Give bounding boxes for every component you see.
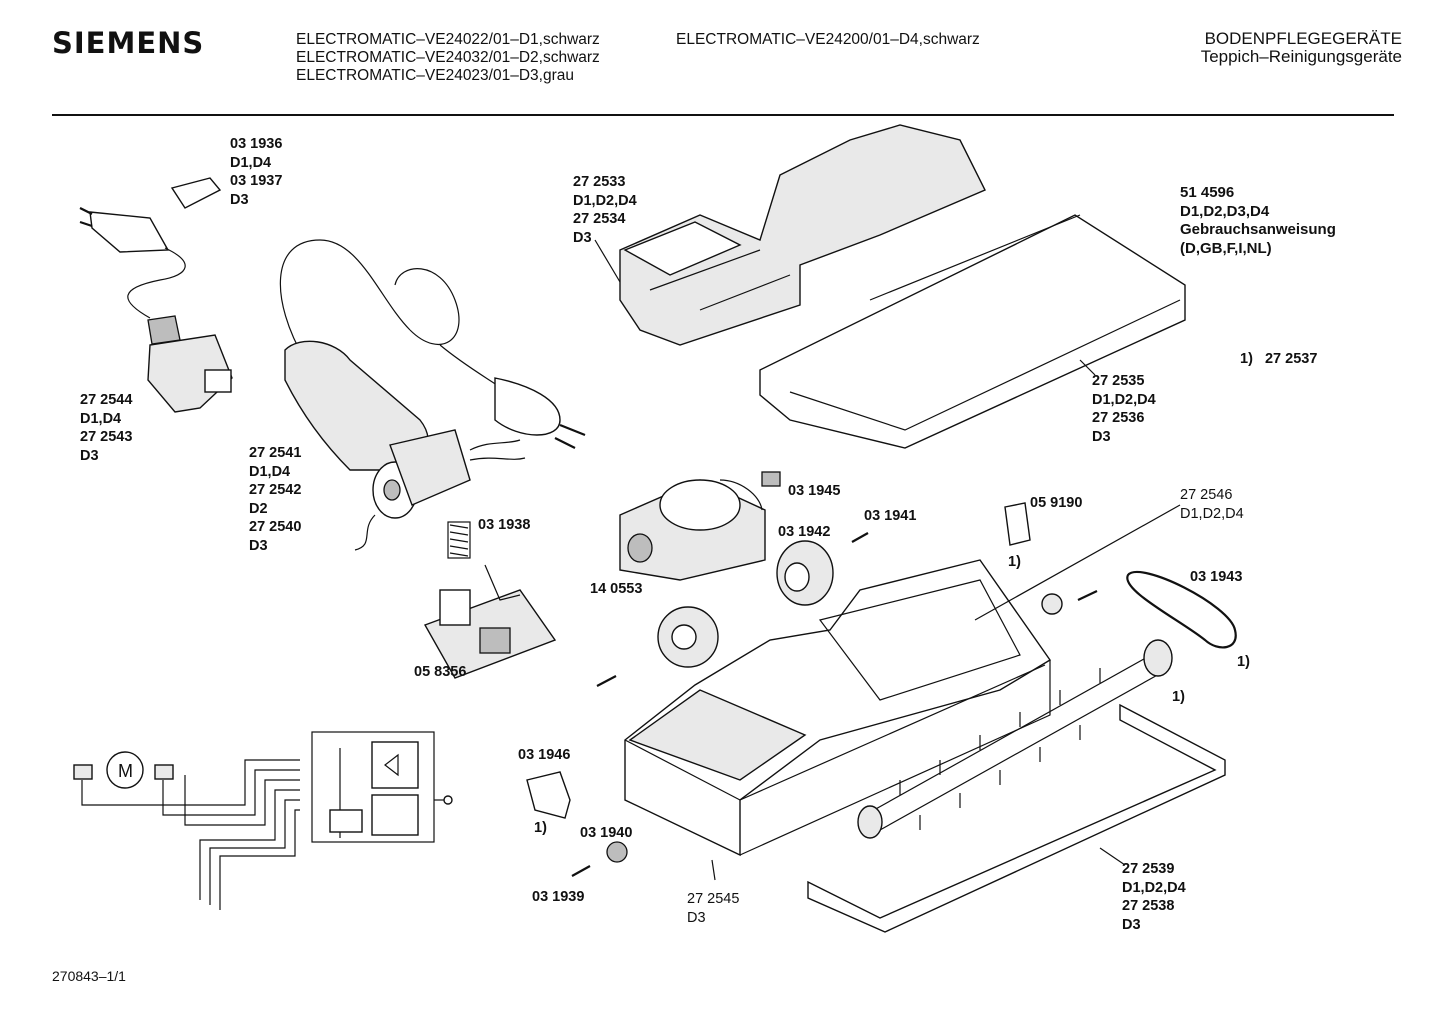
part-number: 03 1936 <box>230 136 283 152</box>
drive-belt-part <box>1126 570 1237 649</box>
label-031939: 03 1939 <box>532 889 585 905</box>
part-number: 27 2538 <box>1122 898 1175 914</box>
part-number: 27 2541 <box>249 445 302 461</box>
cable-reel-part <box>279 239 586 551</box>
label-031946: 03 1946 <box>518 747 571 763</box>
variant-code: D3 <box>1122 916 1141 933</box>
variant-code: D3 <box>573 229 592 246</box>
variant-code: D3 <box>687 909 706 926</box>
bracket-part <box>1004 502 1031 546</box>
subcategory: Teppich–Reinigungsgeräte <box>1200 47 1402 66</box>
pulley-part <box>776 540 834 606</box>
base-cover-part <box>759 214 1186 449</box>
variant-code: D1,D4 <box>249 463 291 480</box>
label-031945: 03 1945 <box>788 483 841 499</box>
label-272535: 27 2535 D1,D2,D4 27 2536 D3 <box>1092 372 1156 446</box>
label-272545: 27 2545 D3 <box>687 890 739 927</box>
header-rule <box>52 114 1394 116</box>
chassis-part <box>624 559 1052 857</box>
model-list-1: ELECTROMATIC–VE24022/01–D1,schwarz ELECT… <box>296 31 600 85</box>
model-line: ELECTROMATIC–VE24032/01–D2,schwarz <box>296 49 600 66</box>
pin-part-2 <box>1077 590 1098 601</box>
variant-code: D3 <box>230 191 249 208</box>
model-line: ELECTROMATIC–VE24200/01–D4,schwarz <box>676 31 980 48</box>
label-031938: 03 1938 <box>478 517 531 533</box>
upper-cover-part <box>619 124 986 346</box>
manual-languages: (D,GB,F,I,NL) <box>1180 239 1272 257</box>
variant-code: D3 <box>249 537 268 554</box>
frame-bar-part <box>807 703 1226 933</box>
wheel-part <box>657 606 719 668</box>
variant-code: D3 <box>1092 428 1111 445</box>
note-roller: 1) <box>1172 689 1185 705</box>
brush-roller-part <box>857 639 1173 839</box>
label-058356: 05 8356 <box>414 664 467 680</box>
part-number: 27 2539 <box>1122 861 1175 877</box>
model-line: ELECTROMATIC–VE24022/01–D1,schwarz <box>296 31 600 48</box>
circuit-board-part <box>423 564 557 679</box>
wiring-schematic: M <box>73 731 453 910</box>
variant-code: D1,D4 <box>80 410 122 427</box>
note-031943: 1) <box>1237 654 1250 670</box>
label-031941: 03 1941 <box>864 508 917 524</box>
screw-part <box>761 471 781 487</box>
part-number: 27 2536 <box>1092 410 1145 426</box>
label-514596: 51 4596 D1,D2,D3,D4 Gebrauchsanweisung (… <box>1180 184 1336 258</box>
leader-lines <box>594 239 1181 881</box>
label-272533: 27 2533 D1,D2,D4 27 2534 D3 <box>573 173 637 247</box>
part-number: 27 2544 <box>80 392 133 408</box>
label-272541: 27 2541 D1,D4 27 2542 D2 27 2540 D3 <box>249 444 301 555</box>
note-059190: 1) <box>1008 554 1021 570</box>
part-number: 27 2542 <box>249 482 302 498</box>
label-272546: 27 2546 D1,D2,D4 <box>1180 486 1244 523</box>
variant-code: D1,D2,D4 <box>1122 879 1186 896</box>
part-number: 27 2543 <box>80 429 133 445</box>
part-number: 27 2535 <box>1092 373 1145 389</box>
label-272537: 1) 27 2537 <box>1240 351 1318 367</box>
bushing-part <box>1041 593 1063 615</box>
label-059190: 05 9190 <box>1030 495 1083 511</box>
manual-title: Gebrauchsanweisung <box>1180 221 1336 238</box>
model-line: ELECTROMATIC–VE24023/01–D3,grau <box>296 67 574 84</box>
label-031936: 03 1936 D1,D4 03 1937 D3 <box>230 135 282 209</box>
variant-code: D1,D2,D4 <box>573 192 637 209</box>
power-plug-part <box>79 207 186 319</box>
variant-code: D1,D2,D4 <box>1092 391 1156 408</box>
motor-symbol: M <box>118 761 133 781</box>
document-reference: 270843–1/1 <box>52 968 126 984</box>
clip-part <box>526 771 571 819</box>
spring-part <box>447 521 471 559</box>
variant-code: D3 <box>80 447 99 464</box>
part-number: 27 2540 <box>249 519 302 535</box>
axle-pin-part <box>596 675 617 687</box>
variant-code: D1,D4 <box>230 154 272 171</box>
category-heading: BODENPFLEGEGERÄTE Teppich–Reinigungsgerä… <box>1201 30 1402 66</box>
part-number: 27 2533 <box>573 174 626 190</box>
variant-code: D1,D2,D4 <box>1180 505 1244 522</box>
label-031943: 03 1943 <box>1190 569 1243 585</box>
variant-code: D1,D2,D3,D4 <box>1180 202 1270 220</box>
part-number: 27 2545 <box>687 891 740 907</box>
note-031946: 1) <box>534 820 547 836</box>
category: BODENPFLEGEGERÄTE <box>1204 29 1402 48</box>
model-list-2: ELECTROMATIC–VE24200/01–D4,schwarz <box>676 31 980 49</box>
cable-clip-part <box>170 177 222 209</box>
part-number: 51 4596 <box>1180 184 1235 201</box>
cable-connector-part <box>147 315 233 413</box>
label-031942: 03 1942 <box>778 524 831 540</box>
bushing-part-2 <box>606 841 628 863</box>
brand-logo: SIEMENS <box>52 26 205 60</box>
part-number: 27 2534 <box>573 211 626 227</box>
label-031940: 03 1940 <box>580 825 633 841</box>
part-number: 27 2546 <box>1180 487 1233 503</box>
label-272544: 27 2544 D1,D4 27 2543 D3 <box>80 391 132 465</box>
label-272539: 27 2539 D1,D2,D4 27 2538 D3 <box>1122 860 1186 934</box>
motor-part <box>619 479 766 581</box>
pin-part-3 <box>571 865 591 877</box>
part-number: 03 1937 <box>230 173 283 189</box>
label-140553: 14 0553 <box>590 581 643 597</box>
pin-part <box>851 532 869 543</box>
variant-code: D2 <box>249 500 268 517</box>
